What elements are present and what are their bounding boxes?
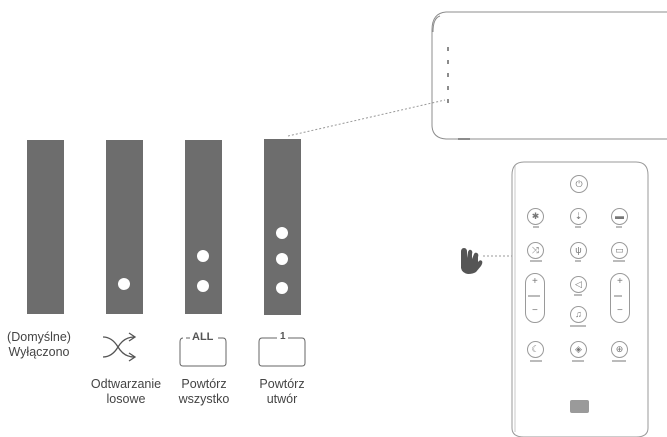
mode-label-repeat-all-line1: Powtórz bbox=[181, 377, 227, 391]
shuffle-repeat-button: ⤨ bbox=[527, 242, 544, 259]
plus-icon: + bbox=[617, 276, 623, 287]
minus-icon: − bbox=[532, 305, 538, 316]
usb-button: ψ bbox=[570, 242, 587, 259]
soundbar-led-indicators bbox=[447, 47, 449, 103]
indicator-dot bbox=[276, 227, 288, 239]
indicator-dot bbox=[118, 278, 130, 290]
repeat-all-icon-text: ALL bbox=[191, 331, 215, 344]
mode-label-off-line1: (Domyślne) bbox=[7, 330, 71, 344]
shuffle-icon bbox=[102, 332, 137, 362]
bass-rocker: + − bbox=[610, 273, 630, 323]
tv-button: ▭ bbox=[611, 242, 628, 259]
indicator-dot bbox=[276, 253, 288, 265]
mute-button: ▬ bbox=[611, 208, 628, 225]
mode-indicator-shuffle bbox=[106, 140, 143, 314]
minus-icon: − bbox=[617, 305, 623, 316]
smart-mode-button: ◈ bbox=[570, 341, 587, 358]
mode-indicator-repeat-one bbox=[264, 139, 301, 315]
music-button: ♫ bbox=[570, 306, 587, 323]
mode-label-repeat-one-line2: utwór bbox=[266, 392, 298, 406]
remote-body bbox=[511, 161, 649, 437]
indicator-dot bbox=[276, 282, 288, 294]
sound-mode-button: ◁ bbox=[570, 276, 587, 293]
night-mode-button: ☾ bbox=[527, 341, 544, 358]
mode-indicator-off bbox=[27, 140, 64, 314]
volume-rocker: + − bbox=[525, 273, 545, 323]
power-button: ⏻ bbox=[570, 175, 588, 193]
mode-label-repeat-all-line2: wszystko bbox=[178, 392, 230, 406]
hdmi-button: ⇣ bbox=[570, 208, 587, 225]
leader-line-soundbar bbox=[287, 99, 446, 137]
bluetooth-button: ✱ bbox=[527, 208, 544, 225]
mode-label-repeat-all: Powtórz wszystko bbox=[168, 377, 240, 407]
repeat-one-icon bbox=[258, 337, 306, 367]
mode-label-off-line2: Wyłączono bbox=[8, 345, 70, 359]
mode-label-shuffle-line2: losowe bbox=[106, 392, 146, 406]
jbl-logo bbox=[570, 400, 589, 413]
mode-indicator-repeat-all bbox=[185, 140, 222, 314]
repeat-one-icon-text: 1 bbox=[278, 330, 288, 343]
mode-label-repeat-one-line1: Powtórz bbox=[259, 377, 305, 391]
plus-icon: + bbox=[532, 276, 538, 287]
indicator-dot bbox=[197, 250, 209, 262]
mode-label-shuffle-line1: Odtwarzanie bbox=[90, 377, 162, 391]
indicator-dot bbox=[197, 280, 209, 292]
soundbar-body bbox=[431, 11, 667, 140]
remote-label-marks bbox=[520, 226, 640, 376]
mode-label-shuffle: Odtwarzanie losowe bbox=[81, 377, 171, 407]
mode-label-repeat-one: Powtórz utwór bbox=[250, 377, 314, 407]
repeat-all-icon bbox=[179, 337, 227, 367]
hand-pointer-icon bbox=[461, 248, 483, 274]
surround-button: ⊕ bbox=[611, 341, 628, 358]
mode-label-off: (Domyślne) Wyłączono bbox=[0, 330, 78, 360]
